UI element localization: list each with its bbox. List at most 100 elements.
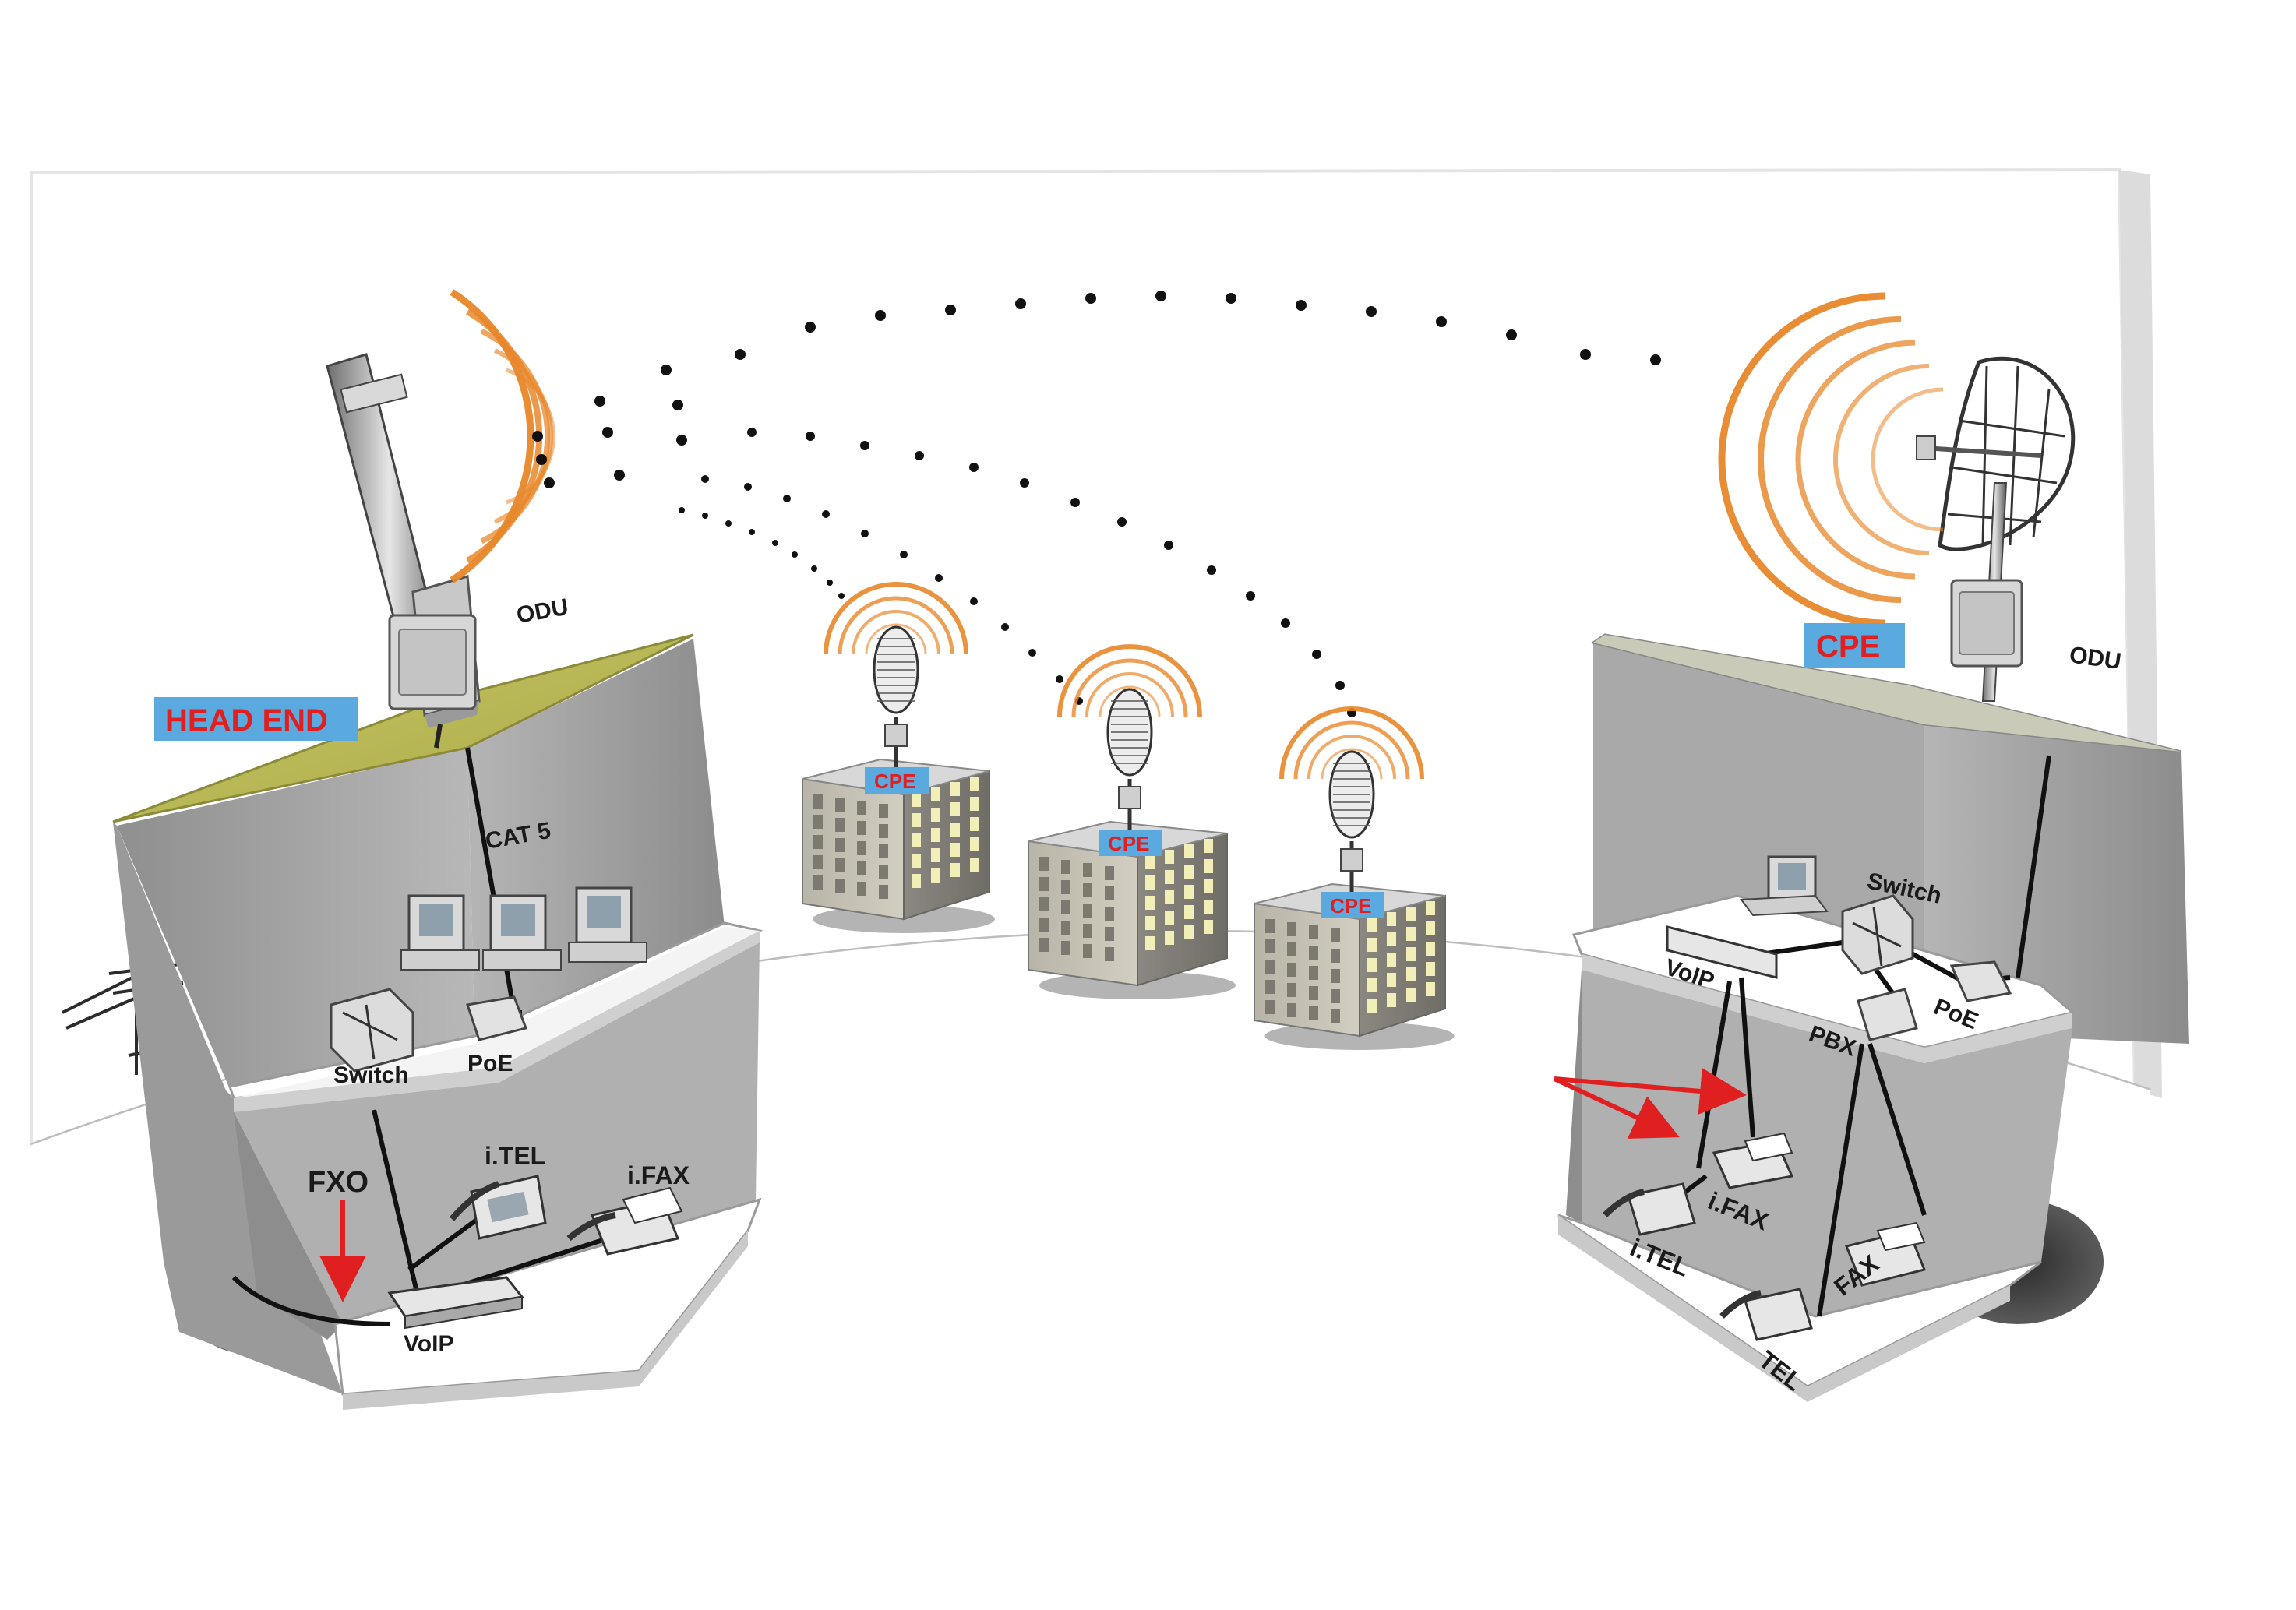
cpe-tag: CPE [1321,892,1384,918]
window [1287,983,1296,997]
window-lit [1406,907,1416,921]
window [1061,941,1070,955]
remote-itel-phone-icon [1603,1182,1696,1236]
link-to-cpe-3 [747,428,1356,717]
window-lit [931,848,940,862]
window [1039,857,1049,871]
remote-voip-gateway-icon [1666,925,1778,979]
window-lit [1184,844,1194,858]
window-lit [1165,850,1174,864]
window-lit [1165,890,1174,904]
window-lit [1204,839,1213,853]
remote-odu-icon [1950,579,2023,668]
window-lit [1165,931,1174,945]
window-lit [1145,936,1155,950]
window-lit [1426,901,1435,915]
signal-wave [1279,706,1424,780]
window-lit [931,868,940,883]
signal-wave [824,582,968,655]
signal-wave [1099,685,1161,717]
remote-fax-machine-icon [1844,1221,1927,1287]
window-lit [1367,938,1377,952]
window-lit [970,817,979,831]
window [1265,960,1275,974]
window [1083,944,1092,958]
window-lit [1145,875,1155,890]
window [1309,925,1318,939]
window-lit [1387,932,1396,946]
window [1083,904,1092,918]
window-lit [1426,982,1435,996]
computer-icon [482,894,562,971]
window [857,801,866,815]
window-lit [1165,911,1174,925]
window [1287,942,1296,956]
window-lit [1387,993,1396,1007]
signal-wave [1293,720,1410,780]
window-lit [1426,921,1435,935]
window [857,841,866,855]
window [1039,877,1049,891]
window-lit [1165,870,1174,884]
signal-wave [1071,658,1188,717]
window-lit [1406,988,1416,1002]
window [1105,886,1114,900]
window [1331,949,1340,963]
window-lit [1387,953,1396,967]
window-lit [970,797,979,811]
computer-icon [568,886,647,963]
voip-gateway-icon [387,1276,524,1330]
window-lit [912,793,921,807]
window [1265,939,1275,953]
head-end-voip-label: VoIP [404,1331,453,1357]
window-lit [1387,973,1396,987]
remote-signal-waves [1718,292,1944,627]
head-end-tag-text: HEAD END [165,703,328,738]
signal-wave [838,596,954,655]
window-lit [912,813,921,827]
window [1083,924,1092,938]
remote-poe-icon [1949,960,2012,1002]
window [879,885,888,899]
window [813,815,823,829]
window [1105,907,1114,921]
window-lit [950,843,960,857]
itel-phone-icon [449,1175,547,1240]
window [1039,918,1049,932]
pbx-icon [1857,988,1918,1041]
head-end-tag: HEAD END [154,697,358,741]
window [1287,963,1296,977]
link-near-antenna [532,365,687,488]
window-lit [1367,978,1377,992]
remote-computer-icon [1740,855,1829,917]
cpe-tag: CPE [1099,830,1162,856]
workstation-icons [400,886,647,971]
window [1061,880,1070,894]
remote-cpe-tag-text: CPE [1816,629,1880,664]
window-lit [950,823,960,837]
window-lit [1184,865,1194,879]
window-lit [1204,879,1213,893]
window-lit [1426,942,1435,956]
head-end-poe-label: PoE [467,1051,513,1076]
cpe-radio-icon [1340,848,1363,872]
window [813,835,823,849]
remote-tel-phone-icon [1719,1288,1813,1341]
window [1309,986,1318,1000]
window [813,855,823,869]
link-to-remote-site [735,291,1661,365]
window-lit [1426,962,1435,976]
window [1265,1000,1275,1014]
remote-switch-icon [1841,894,1914,975]
window-lit [970,837,979,851]
odu-icon [388,614,477,710]
window [1083,863,1092,877]
cpe-radio-icon [884,724,908,747]
ifax-machine-icon [566,1186,683,1256]
signal-wave [865,623,927,655]
cpe-building-3: CPE [1254,706,1455,1050]
window-lit [970,777,979,791]
window [1083,883,1092,897]
